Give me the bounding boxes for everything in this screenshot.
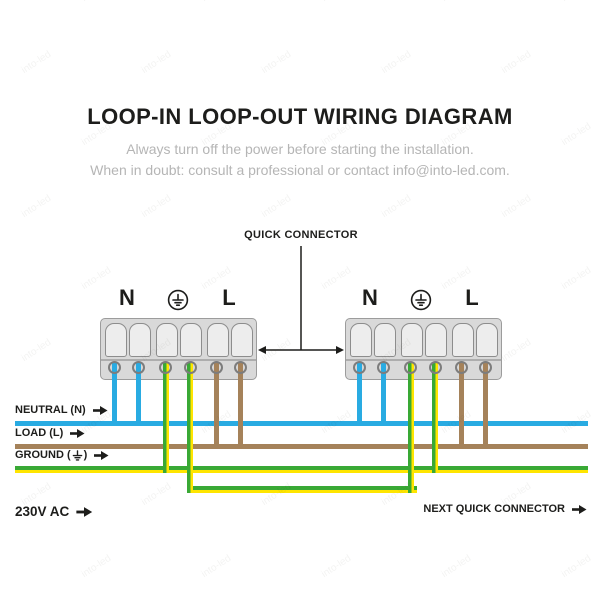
c1-ground-loop-wire: [187, 362, 193, 493]
wire-hole: [377, 361, 390, 374]
watermark-text: into-led: [19, 336, 54, 365]
terminal-label-line: L: [222, 285, 236, 310]
c2-ground-loop-wire: [408, 362, 414, 493]
watermark-text: into-led: [19, 192, 54, 221]
c2-neutral-in-wire: [357, 362, 362, 426]
c1-neutral-out-wire: [136, 362, 141, 426]
wire-hole: [132, 361, 145, 374]
quick-connector-pointer-arrows: [258, 246, 344, 354]
ground-label-suffix: ): [83, 449, 88, 461]
connector-seam: [346, 359, 501, 361]
wire-hole: [455, 361, 468, 374]
arrow-right-icon: [94, 450, 109, 460]
watermark-text: into-led: [259, 192, 294, 221]
watermark-text: into-led: [80, 0, 114, 4]
neutral-wire-label: NEUTRAL (N): [15, 404, 108, 416]
watermark-text: into-led: [139, 480, 174, 509]
quick-connector-label: QUICK CONNECTOR: [244, 229, 358, 241]
ground-symbol-icon: [72, 449, 82, 461]
subtitle-line-1: Always turn off the power before startin…: [126, 141, 474, 157]
release-lever: [425, 323, 447, 357]
watermark-text: into-led: [379, 192, 414, 221]
watermark-text: into-led: [559, 552, 594, 581]
c2-neutral-out-wire: [381, 362, 386, 426]
wire-hole: [479, 361, 492, 374]
arrow-right-icon: [92, 405, 108, 415]
watermark-text: into-led: [379, 48, 414, 77]
quick-connector-2: [345, 318, 502, 380]
load-bus-wire: [15, 444, 588, 449]
watermark-text: into-led: [79, 552, 114, 581]
watermark-text: into-led: [559, 264, 594, 293]
watermark-text: into-led: [139, 192, 174, 221]
terminal-label-line: L: [465, 285, 479, 310]
ground-bus-wire: [15, 466, 588, 473]
wire-hole: [234, 361, 247, 374]
quick-connector-1: [100, 318, 257, 380]
c2-load-in-wire: [459, 362, 464, 449]
connector-seam: [101, 359, 256, 361]
page-title: LOOP-IN LOOP-OUT WIRING DIAGRAM: [87, 104, 513, 129]
watermark-text: into-led: [319, 552, 354, 581]
neutral-bus-wire: [15, 421, 588, 426]
c1-ground-in-wire: [163, 362, 169, 473]
ground-symbol-icon: [410, 289, 432, 311]
load-wire-label: LOAD (L): [15, 427, 85, 439]
watermark-text: into-led: [440, 0, 474, 4]
next-quick-connector-text: NEXT QUICK CONNECTOR: [423, 503, 565, 515]
release-lever: [207, 323, 229, 357]
subtitle-line-2: When in doubt: consult a professional or…: [90, 162, 510, 178]
load-wire-label-text: LOAD (L): [15, 427, 64, 439]
ground-label-prefix: GROUND (: [15, 449, 71, 461]
c1-load-in-wire: [214, 362, 219, 449]
wire-hole: [108, 361, 121, 374]
watermark-text: into-led: [499, 336, 534, 365]
supply-label-text: 230V AC: [15, 504, 70, 519]
arrow-right-icon: [70, 428, 85, 438]
wire-hole: [429, 361, 442, 374]
c1-load-out-wire: [238, 362, 243, 449]
arrow-right-icon: [572, 504, 587, 514]
watermark-text: into-led: [499, 192, 534, 221]
arrow-right-icon: [76, 506, 93, 517]
wire-hole: [210, 361, 223, 374]
release-lever: [231, 323, 253, 357]
release-lever: [105, 323, 127, 357]
watermark-text: into-led: [79, 264, 114, 293]
release-lever: [476, 323, 498, 357]
supply-label: 230V AC: [15, 504, 93, 519]
ground-wire-label: GROUND ( ): [15, 449, 109, 461]
release-lever: [180, 323, 202, 357]
terminal-label-neutral: N: [362, 285, 378, 310]
watermark-text: into-led: [439, 552, 474, 581]
ground-wire-label-text: GROUND ( ): [15, 449, 87, 461]
wire-hole: [353, 361, 366, 374]
watermark-text: into-led: [200, 0, 234, 4]
wire-hole: [404, 361, 417, 374]
terminal-label-neutral: N: [119, 285, 135, 310]
release-lever: [374, 323, 396, 357]
watermark-text: into-led: [499, 48, 534, 77]
watermark-text: into-led: [19, 48, 54, 77]
wire-hole: [159, 361, 172, 374]
watermark-text: into-led: [560, 0, 594, 4]
next-quick-connector-label: NEXT QUICK CONNECTOR: [423, 503, 587, 515]
watermark-text: into-led: [199, 552, 234, 581]
page-subtitle: Always turn off the power before startin…: [0, 139, 600, 181]
watermark-text: into-led: [259, 48, 294, 77]
watermark-text: into-led: [320, 0, 354, 4]
release-lever: [452, 323, 474, 357]
c2-ground-out-wire: [432, 362, 438, 473]
ground-loop-wire: [187, 486, 417, 493]
release-lever: [350, 323, 372, 357]
c1-neutral-in-wire: [112, 362, 117, 426]
watermark-text: into-led: [139, 48, 174, 77]
release-lever: [156, 323, 178, 357]
release-lever: [401, 323, 423, 357]
wire-hole: [184, 361, 197, 374]
ground-symbol-icon: [167, 289, 189, 311]
release-lever: [129, 323, 151, 357]
neutral-wire-label-text: NEUTRAL (N): [15, 404, 86, 416]
c2-load-out-wire: [483, 362, 488, 449]
